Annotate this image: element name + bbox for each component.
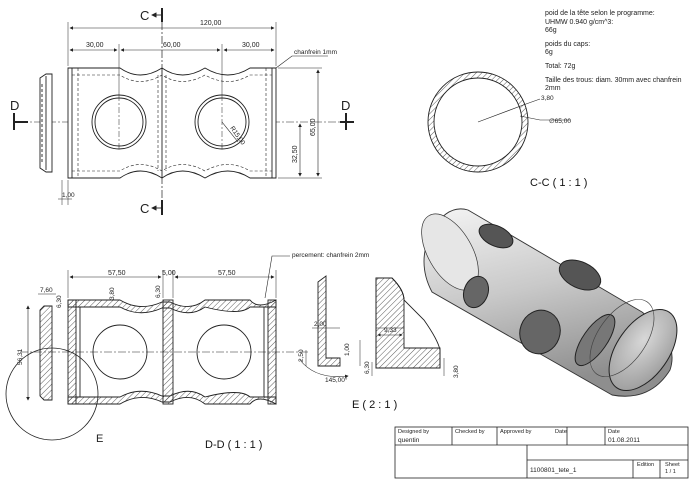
e-angle: 145,00° <box>325 376 348 384</box>
title-block-frame <box>394 426 689 479</box>
e-dim-380: 3,80 <box>453 365 460 378</box>
section-dd <box>5 255 310 441</box>
note-head-weight: 66g <box>545 27 557 35</box>
section-cc <box>427 71 570 173</box>
note-total: Total: 72g <box>545 62 576 70</box>
approved-by-label: Approved by <box>500 429 532 435</box>
section-c-mark-bottom: C <box>140 201 149 216</box>
note-cap-weight: 6g <box>545 49 553 57</box>
sheet-label: Sheet <box>665 462 680 468</box>
e-dim-933: 9,33 <box>384 327 397 334</box>
dd-dim-left: 57,50 <box>108 270 126 277</box>
dd-label: D-D ( 1 : 1 ) <box>205 439 262 451</box>
sheet-value: 1 / 1 <box>665 469 676 475</box>
dd-dim-5631: 56,31 <box>17 348 24 365</box>
e-dim-630: 6,30 <box>364 361 371 374</box>
dim-wall: 1,00 <box>62 192 75 199</box>
dim-left: 30,00 <box>86 42 104 49</box>
date-label-1: Date <box>555 429 567 435</box>
note-hole-size: Taille des trous: diam. 30mm avec chanfr… <box>545 76 682 93</box>
designed-by-label: Designed by <box>398 429 430 435</box>
note-material: UHMW 0.940 g/cm^3: <box>545 18 614 26</box>
e-dim-200: 2,00 <box>314 321 327 328</box>
detail-e-mark: E <box>96 433 103 445</box>
designed-by-value: quentin <box>398 437 420 444</box>
e-dim-100: 1,00 <box>344 343 351 356</box>
notes-panel: poid de la tête selon le programme: UHMW… <box>545 10 685 94</box>
dd-dim-630b: 6,30 <box>155 285 162 298</box>
cc-diameter: ∅65,00 <box>549 118 571 125</box>
dd-dim-380: 3,80 <box>109 287 116 300</box>
dd-dim-right: 57,50 <box>218 270 236 277</box>
dd-drill-note: percement: chanfrein 2mm <box>292 252 369 259</box>
note-weight-title: poid de la tête selon le programme: <box>545 10 655 17</box>
title-block: Designed by quentin Checked by Approved … <box>395 427 688 478</box>
section-d-mark-left: D <box>10 98 19 113</box>
dim-height-half: 32,50 <box>292 145 299 163</box>
dd-dim-760: 7,60 <box>40 287 53 294</box>
iso-render <box>421 208 678 397</box>
e-dim-250: 2,50 <box>298 349 305 362</box>
section-d-mark-right: D <box>341 98 350 113</box>
top-view <box>13 8 354 215</box>
cc-label: C-C ( 1 : 1 ) <box>530 177 587 189</box>
note-cap-title: poids du caps: <box>545 40 591 48</box>
e-label: E ( 2 : 1 ) <box>352 399 397 411</box>
dim-height-outer: 65,00 <box>310 118 317 136</box>
dim-mid: 60,00 <box>163 42 181 49</box>
dd-dim-mid: 5,00 <box>162 270 176 277</box>
cc-wall-dim: 3,80 <box>541 95 554 102</box>
checked-by-label: Checked by <box>455 429 485 435</box>
dim-right: 30,00 <box>242 42 260 49</box>
part-name: 1100801_tete_1 <box>530 467 577 474</box>
edition-label: Edition <box>637 462 655 468</box>
chamfer-note: chanfrein 1mm <box>294 49 337 56</box>
date-label-2: Date <box>608 429 620 435</box>
detail-e <box>299 275 445 379</box>
section-c-mark-top: C <box>140 8 149 23</box>
dd-dim-630a: 6,30 <box>56 295 63 308</box>
dim-total: 120,00 <box>200 20 222 27</box>
date-value: 01.08.2011 <box>608 437 641 444</box>
